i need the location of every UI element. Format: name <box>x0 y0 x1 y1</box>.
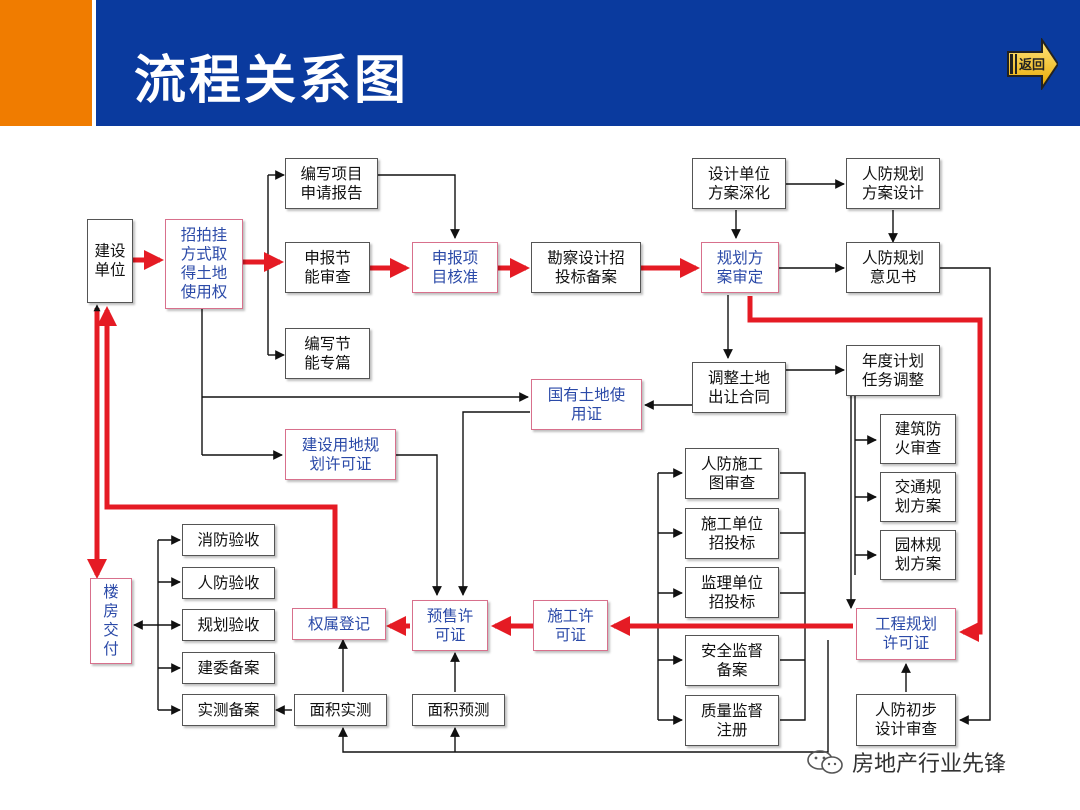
watermark: 房地产行业先锋 <box>806 746 1006 778</box>
node-zhaopai: 招拍挂 方式取 得土地 使用权 <box>165 219 243 309</box>
node-kancha: 勘察设计招 投标备案 <box>531 242 641 293</box>
node-jianli: 监理单位 招投标 <box>685 567 779 618</box>
title-bar <box>96 0 1080 126</box>
node-jianwei: 建委备案 <box>182 652 275 684</box>
node-shigong-xuke: 施工许 可证 <box>533 600 608 651</box>
node-shenbao-jieneng: 申报节 能审查 <box>285 242 370 293</box>
node-bianxie-baogao: 编写项目 申请报告 <box>285 158 378 209</box>
node-niandu: 年度计划 任务调整 <box>846 345 940 396</box>
node-mianji-yuce: 面积预测 <box>412 694 505 726</box>
node-renfang-fangan: 人防规划 方案设计 <box>846 158 940 209</box>
node-sheji-shenhua: 设计单位 方案深化 <box>692 158 786 209</box>
node-guoyou: 国有土地使 用证 <box>531 379 642 430</box>
accent-block <box>0 0 92 126</box>
watermark-text: 房地产行业先锋 <box>852 752 1007 777</box>
page-title: 流程关系图 <box>134 51 410 111</box>
arrow-right-icon <box>1007 38 1058 90</box>
node-jiaotong: 交通规 划方案 <box>880 472 956 522</box>
node-jianzhu-fanghuo: 建筑防 火审查 <box>880 414 956 464</box>
node-zhiliang: 质量监督 注册 <box>685 695 779 746</box>
node-yushou: 预售许 可证 <box>412 600 488 651</box>
node-shice-beian: 实测备案 <box>182 694 275 726</box>
node-bianxie-jieneng: 编写节 能专篇 <box>285 328 370 379</box>
node-renfang-yijian: 人防规划 意见书 <box>846 242 940 293</box>
node-yuanlin: 园林规 划方案 <box>880 530 956 580</box>
back-label: 返回 <box>1019 58 1046 73</box>
node-quanshu: 权属登记 <box>292 608 386 640</box>
wechat-icon <box>807 750 843 774</box>
node-loufang: 楼 房 交 付 <box>90 578 132 664</box>
node-gongcheng: 工程规划 许可证 <box>856 608 956 660</box>
node-jianshe: 建设 单位 <box>87 219 133 303</box>
node-guihua-yanshou: 规划验收 <box>182 609 275 641</box>
node-renfang-chubu: 人防初步 设计审查 <box>856 694 956 746</box>
node-guihua-shending: 规划方 案审定 <box>701 242 779 293</box>
back-button[interactable]: 返回 <box>1006 38 1058 90</box>
node-shenbao-hezhun: 申报项 目核准 <box>412 242 498 293</box>
node-yongdi: 建设用地规 划许可证 <box>285 429 396 480</box>
node-renfang-shigong: 人防施工 图审查 <box>685 448 779 499</box>
node-renfang-yanshou: 人防验收 <box>182 567 275 599</box>
node-anquan: 安全监督 备案 <box>685 635 779 686</box>
node-xiaofang: 消防验收 <box>182 524 275 556</box>
node-tiaozheng: 调整土地 出让合同 <box>692 362 786 413</box>
node-shigong-zhaobiao: 施工单位 招投标 <box>685 508 779 559</box>
node-mianji-shice: 面积实测 <box>294 694 387 726</box>
